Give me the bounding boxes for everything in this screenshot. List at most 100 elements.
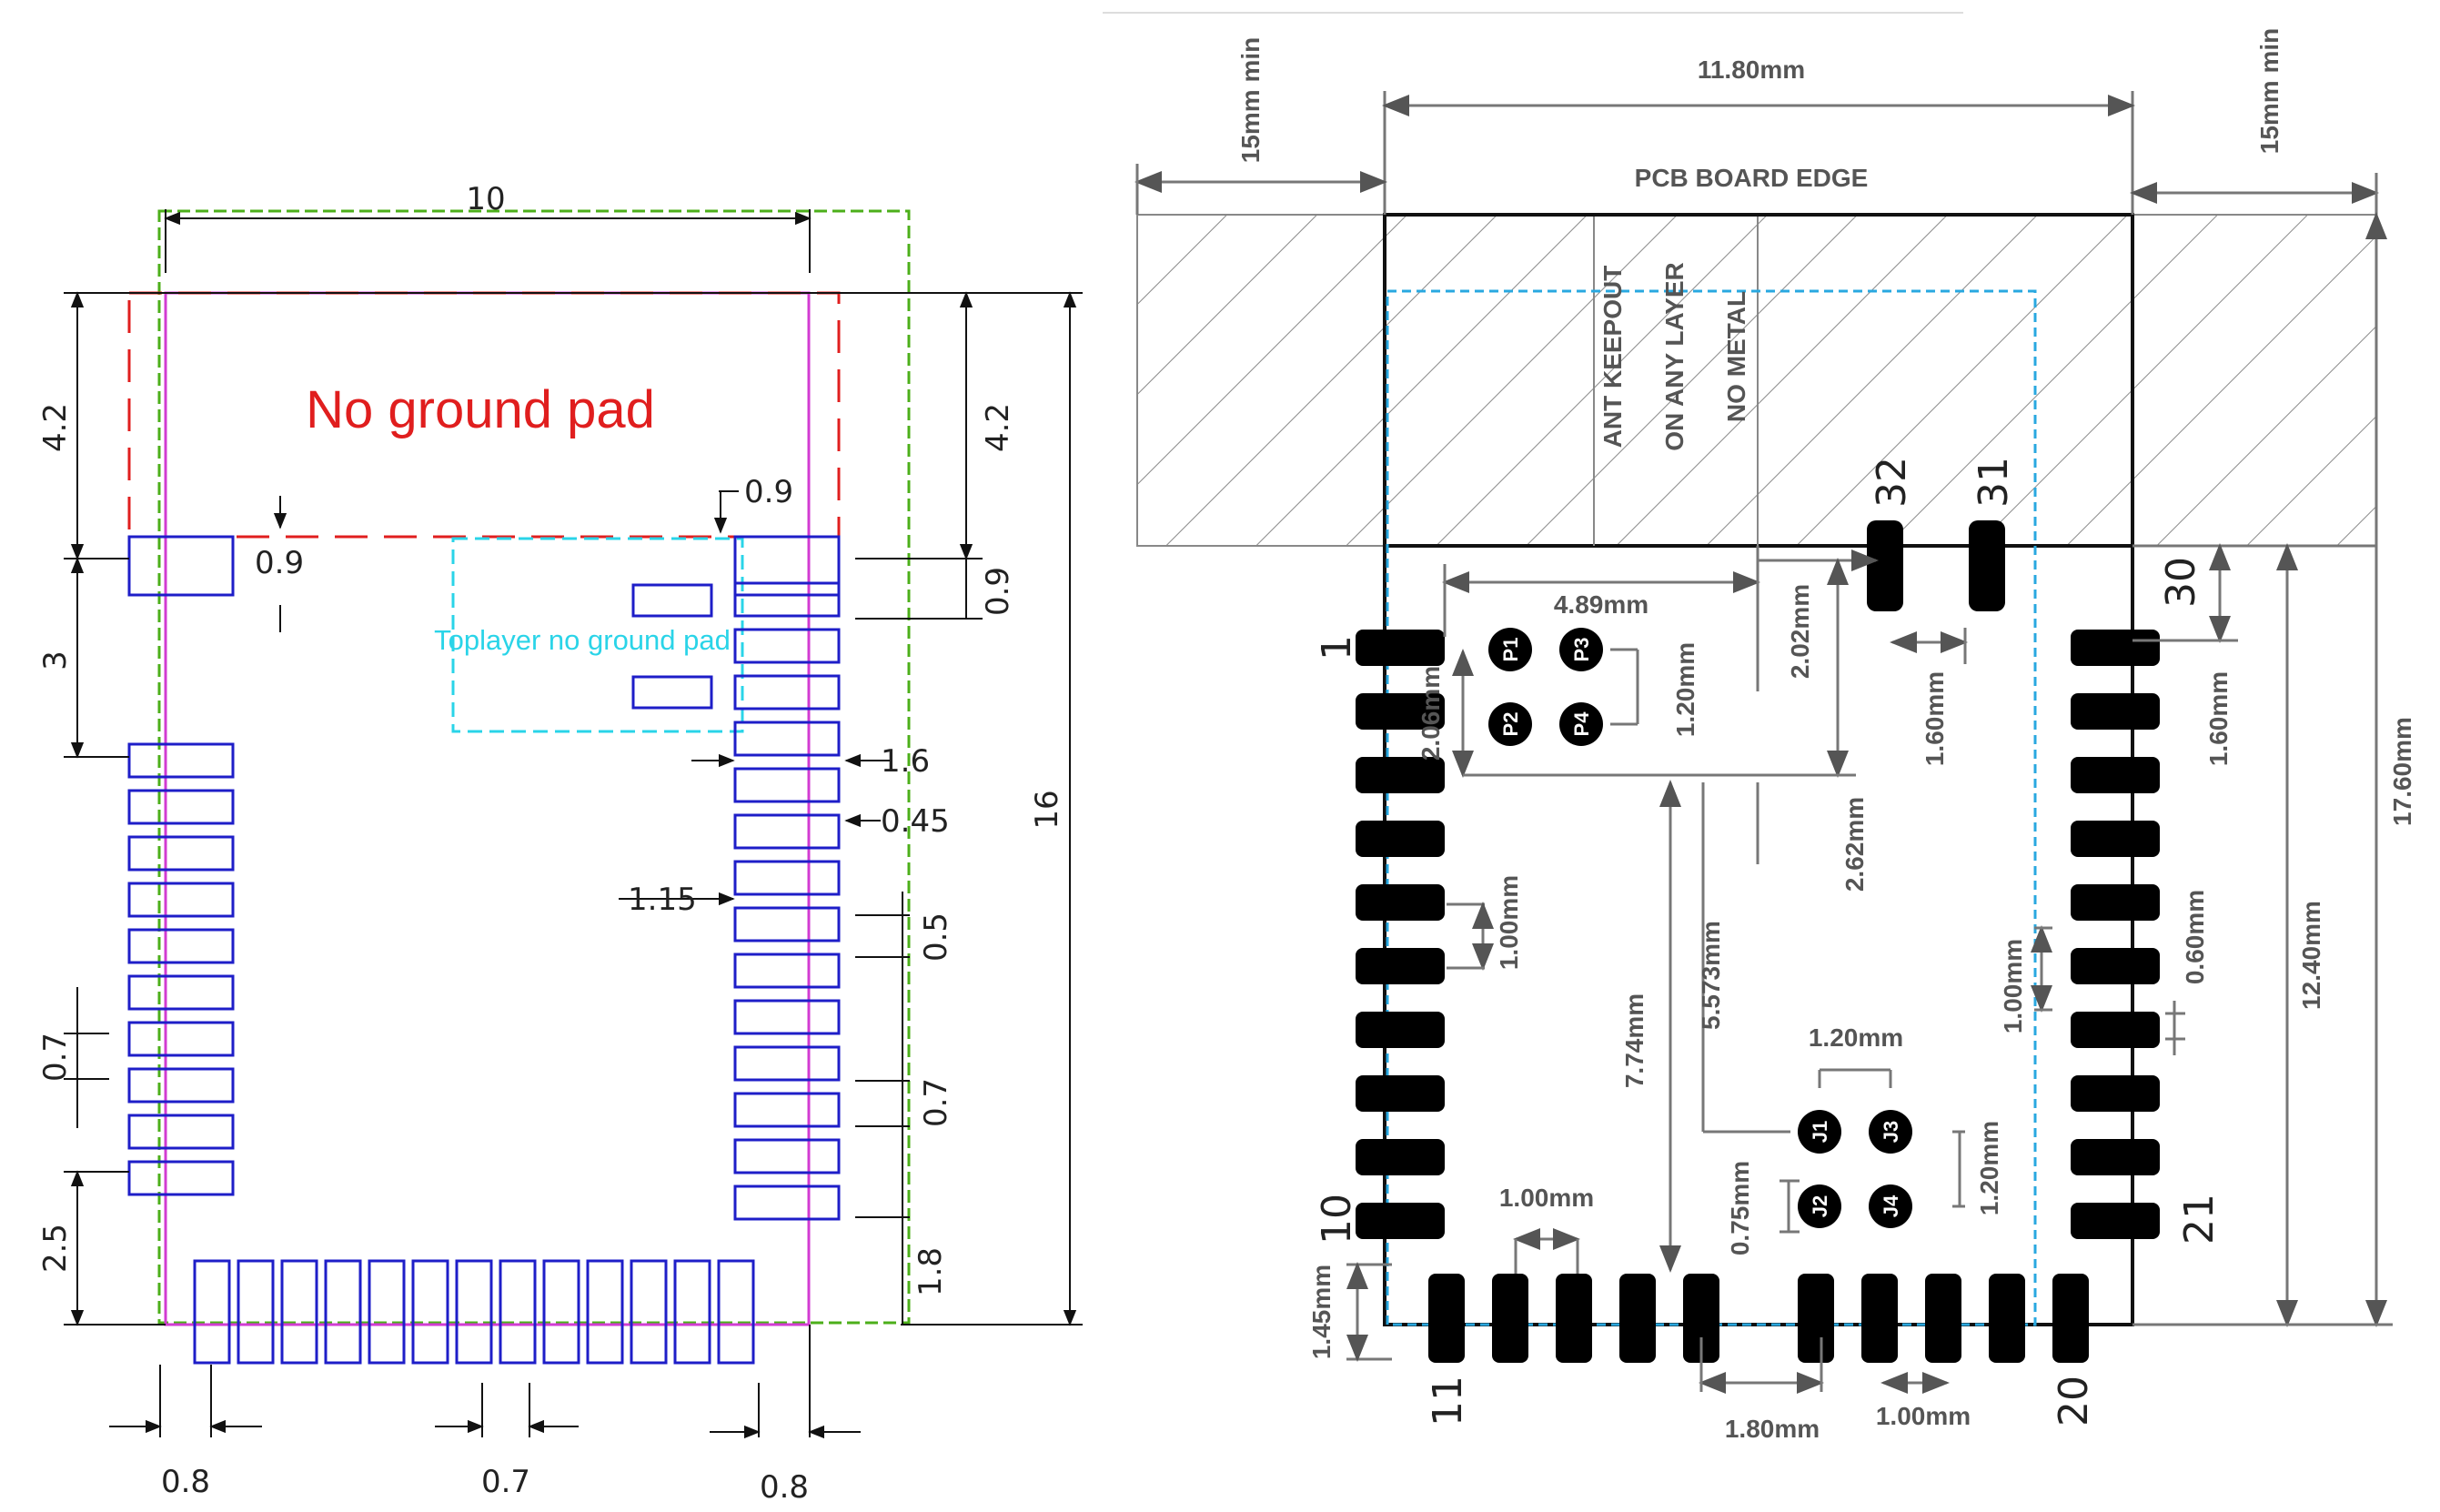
no-ground-label: No ground pad xyxy=(306,380,655,439)
bottom-pad xyxy=(368,1259,406,1365)
right-footprint-drawing: PCB BOARD EDGE ANT KEEPOUT ON ANY LAYER … xyxy=(1103,12,2416,1443)
left-pin-pad xyxy=(1356,630,1445,666)
right-pin-pad xyxy=(2071,757,2160,793)
left-pad xyxy=(127,1114,235,1150)
bottom-pad xyxy=(411,1259,449,1365)
left-dimension-labels: 10 4.2 4.2 0.9 0.9 0.9 3 1.6 0.45 1.15 0… xyxy=(37,181,1065,1506)
test-point-p4: P4 xyxy=(1570,711,1593,737)
dim-clear-left: 15mm min xyxy=(1236,37,1265,164)
pin-label-31: 31 xyxy=(1971,457,2017,508)
dim-keepout-left: 4.2 xyxy=(37,403,74,452)
keepout-text-1: ANT KEEPOUT xyxy=(1598,266,1627,449)
dim-pitch-right: 0.7 xyxy=(918,1078,954,1127)
jumpers: J1 J2 J3 J4 xyxy=(1798,1110,1912,1228)
dim-100-bottom: 1.00mm xyxy=(1499,1184,1594,1212)
dim-overall-height: 16 xyxy=(1029,790,1065,829)
left-pad xyxy=(127,928,235,964)
left-pad xyxy=(127,789,235,825)
jumper-j2: J2 xyxy=(1809,1195,1831,1217)
dim-774: 7.74mm xyxy=(1620,993,1649,1088)
dim-pad-gap-right: 0.9 xyxy=(980,567,1016,616)
dim-120-jv: 1.20mm xyxy=(1975,1121,2003,1215)
inner-pad xyxy=(631,583,713,618)
jumper-j1: J1 xyxy=(1809,1121,1831,1143)
bottom-pin-pad xyxy=(1861,1274,1898,1363)
left-pin-pad xyxy=(1356,1139,1445,1175)
pin-label-10: 10 xyxy=(1314,1194,1360,1245)
pin-label-20: 20 xyxy=(2051,1376,2097,1426)
left-pin-pad xyxy=(1356,948,1445,984)
dim-clear-right: 15mm min xyxy=(2255,28,2284,155)
bottom-pin-pad xyxy=(1925,1274,1961,1363)
dim-top-pad-offset: 0.9 xyxy=(255,545,304,581)
left-pin-pad xyxy=(1356,1012,1445,1048)
dim-gap-05: 0.5 xyxy=(918,912,954,962)
module-outline xyxy=(164,291,811,1326)
left-pin-pad xyxy=(1356,693,1445,730)
test-point-p2: P2 xyxy=(1499,712,1522,737)
dim-bottom-right: 1.8 xyxy=(912,1247,949,1296)
left-pad xyxy=(127,1160,235,1196)
pin-label-32: 32 xyxy=(1869,457,1915,508)
right-dimension-lines xyxy=(1134,91,2393,1394)
bottom-pad xyxy=(630,1259,668,1365)
dim-1240: 12.40mm xyxy=(2297,901,2325,1010)
module-body-outline xyxy=(157,209,911,1325)
bottom-pad xyxy=(673,1259,711,1365)
dim-100-b2: 1.00mm xyxy=(1876,1402,1971,1430)
bottom-pin-pad xyxy=(1989,1274,2025,1363)
left-dimension-lines xyxy=(64,209,1083,1439)
bottom-pad xyxy=(499,1259,537,1365)
test-point-p3: P3 xyxy=(1570,638,1593,662)
bottom-pin-pad xyxy=(2052,1274,2089,1363)
right-pad xyxy=(733,860,841,896)
dim-100-right: 1.00mm xyxy=(1999,939,2027,1033)
right-pin-pad xyxy=(2071,1203,2160,1239)
dim-top-width: 11.80mm xyxy=(1698,55,1805,84)
left-pad-top xyxy=(127,535,235,597)
dim-206: 2.06mm xyxy=(1417,666,1445,761)
left-pad xyxy=(127,1021,235,1057)
dim-180: 1.80mm xyxy=(1725,1415,1820,1443)
left-footprint-drawing: No ground pad Toplayer no ground pad xyxy=(37,181,1083,1506)
right-pad xyxy=(733,953,841,989)
bottom-pad xyxy=(324,1259,362,1365)
pin-label-30: 30 xyxy=(2158,557,2204,608)
bottom-pin-pad xyxy=(1683,1274,1719,1363)
right-pin-pad xyxy=(2071,821,2160,857)
bottom-pin-pad xyxy=(1428,1274,1465,1363)
dim-keepout-right: 4.2 xyxy=(980,403,1016,452)
right-pin-pad xyxy=(2071,884,2160,921)
left-pad xyxy=(127,974,235,1011)
toplayer-keepout xyxy=(451,537,744,733)
left-pin-pad xyxy=(1356,757,1445,793)
left-pin-pad xyxy=(1356,884,1445,921)
dim-262: 2.62mm xyxy=(1840,797,1869,892)
dim-100-left: 1.00mm xyxy=(1495,875,1523,970)
dim-120-p: 1.20mm xyxy=(1671,642,1699,737)
right-pad xyxy=(733,1092,841,1128)
dim-pad-length: 1.6 xyxy=(881,743,930,780)
bottom-pin-pad xyxy=(1619,1274,1656,1363)
right-pad xyxy=(733,999,841,1035)
dim-145: 1.45mm xyxy=(1307,1265,1336,1359)
left-pad xyxy=(127,835,235,872)
test-point-p1: P1 xyxy=(1499,638,1522,662)
dim-075: 0.75mm xyxy=(1726,1161,1754,1255)
dim-inset: 1.15 xyxy=(628,882,697,918)
left-pin-pad xyxy=(1356,821,1445,857)
left-pad xyxy=(127,742,235,779)
dim-160-right: 1.60mm xyxy=(2204,671,2233,766)
jumper-j4: J4 xyxy=(1880,1194,1902,1217)
pin-label-11: 11 xyxy=(1425,1376,1471,1426)
keepout-text-3: NO METAL xyxy=(1722,291,1750,422)
right-pin-pad xyxy=(2071,1012,2160,1048)
inner-pad xyxy=(631,675,713,710)
right-dimension-labels: 11.80mm 15mm min 15mm min 4.89mm 2.02mm … xyxy=(1236,28,2416,1443)
bottom-pin-pad xyxy=(1492,1274,1528,1363)
pin-number-labels: 32 31 30 1 10 11 20 21 xyxy=(1314,457,2223,1426)
dim-060: 0.60mm xyxy=(2181,890,2209,984)
dim-pad-width: 0.45 xyxy=(881,803,950,840)
pin-pad-32 xyxy=(1867,520,1903,611)
right-pad xyxy=(733,674,841,711)
